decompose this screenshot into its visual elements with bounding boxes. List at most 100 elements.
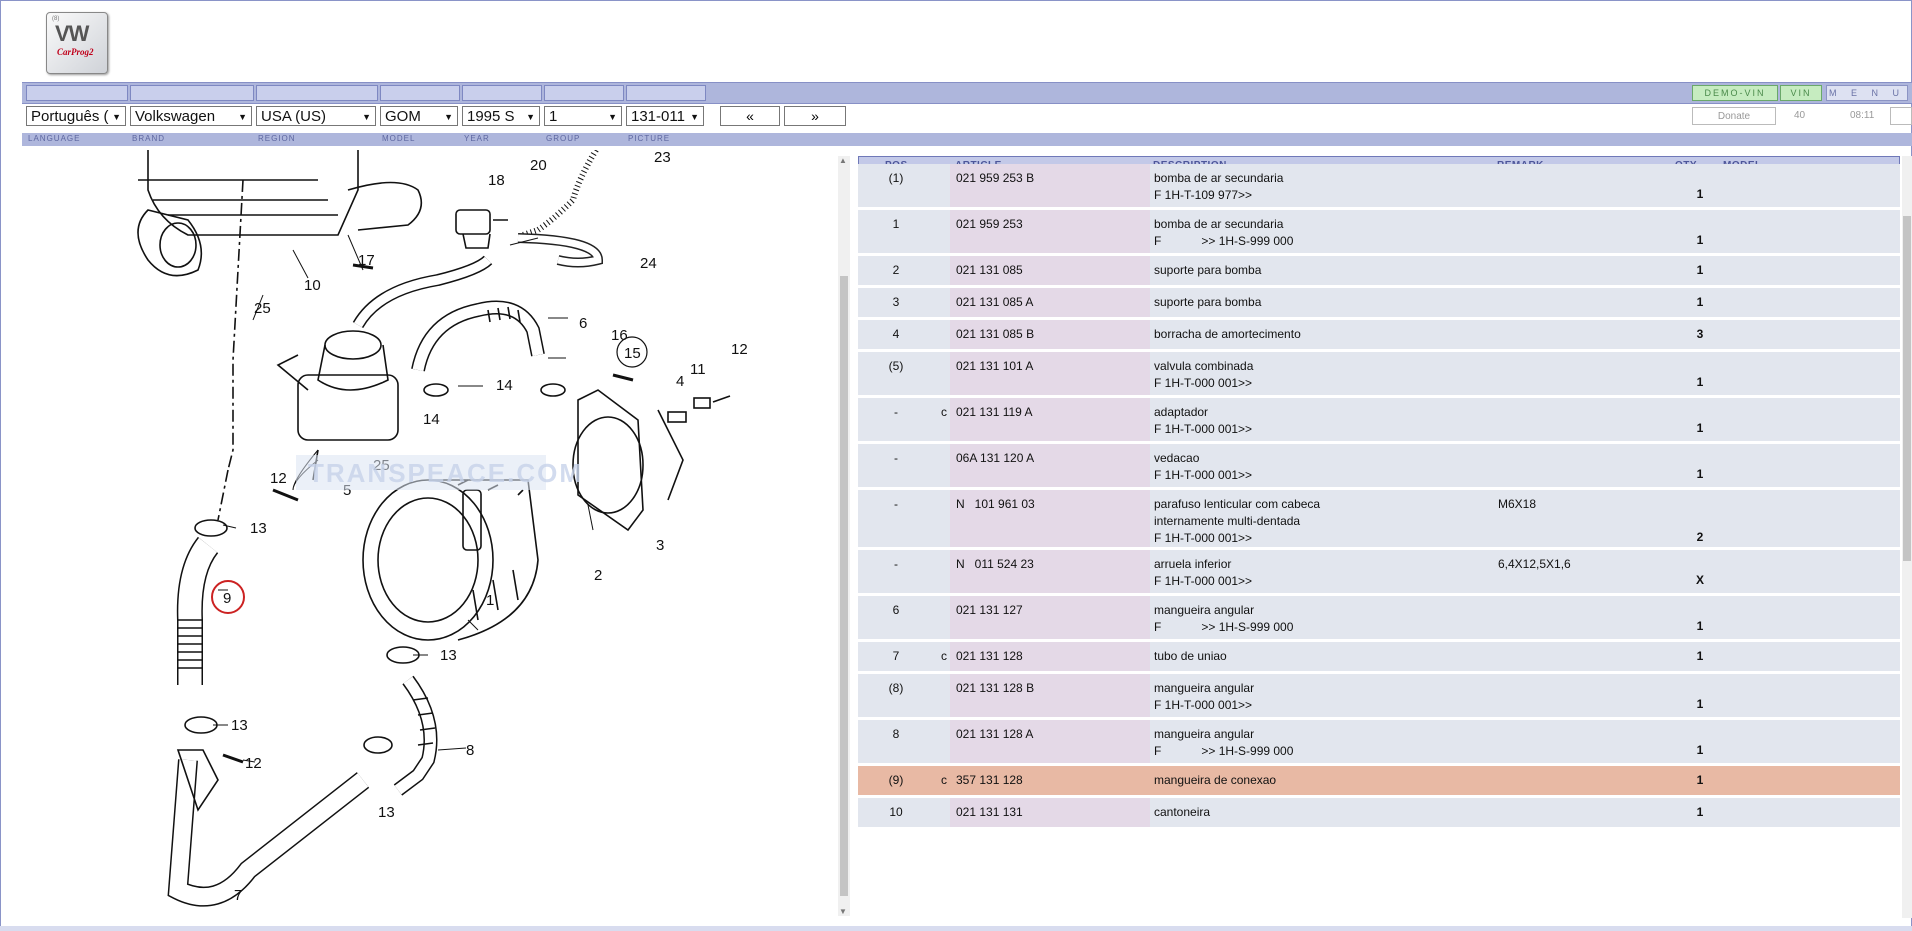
next-picture-button[interactable]: » xyxy=(784,106,846,126)
callout-7[interactable]: 7 xyxy=(234,887,242,904)
row-mark: c xyxy=(941,773,947,787)
menu-button[interactable]: M E N U xyxy=(1826,85,1908,101)
row-pos: 3 xyxy=(892,295,900,309)
model-value: GOM xyxy=(385,108,421,125)
donate-button[interactable]: Donate xyxy=(1692,107,1776,125)
callout-18[interactable]: 18 xyxy=(488,172,505,189)
row-description: mangueira angular xyxy=(1154,727,1255,741)
toolbar-slot-2[interactable] xyxy=(130,85,254,101)
app-logo[interactable]: (8) VW CarProg2 xyxy=(46,12,108,74)
row-pos: 8 xyxy=(892,727,900,741)
row-qty: 1 xyxy=(1696,467,1704,481)
row-pos: (9) xyxy=(888,773,904,787)
row-qty: 1 xyxy=(1696,743,1704,757)
callout-24[interactable]: 24 xyxy=(640,255,657,272)
row-description: F 1H-T-000 001>> xyxy=(1154,422,1253,436)
callout-20[interactable]: 20 xyxy=(530,157,547,174)
callout-4[interactable]: 4 xyxy=(676,373,684,390)
callout-3[interactable]: 3 xyxy=(656,537,664,554)
row-pos: - xyxy=(894,557,898,571)
prev-picture-button[interactable]: « xyxy=(720,106,780,126)
callout-12c[interactable]: 12 xyxy=(245,755,262,772)
callout-14a[interactable]: 14 xyxy=(496,377,513,394)
row-article: 021 959 253 xyxy=(956,217,1023,231)
callout-1[interactable]: 1 xyxy=(486,592,494,609)
picture-select[interactable]: 131-011▼ xyxy=(626,106,704,126)
callout-12b[interactable]: 12 xyxy=(270,470,287,487)
scroll-down-icon[interactable]: ▼ xyxy=(839,907,847,916)
group-label: GROUP xyxy=(546,134,581,143)
row-description: F 1H-T-000 001>> xyxy=(1154,698,1253,712)
toolbar-slot-5[interactable] xyxy=(462,85,542,101)
callout-17[interactable]: 17 xyxy=(358,252,375,269)
callout-14b[interactable]: 14 xyxy=(423,411,440,428)
article-cell-bg xyxy=(950,596,1150,639)
row-description: cantoneira xyxy=(1154,805,1211,819)
callout-25a[interactable]: 25 xyxy=(254,300,271,317)
language-value: Português ( xyxy=(31,108,109,125)
row-qty: 1 xyxy=(1696,619,1704,633)
selected-callout-ring xyxy=(211,580,245,614)
callout-2[interactable]: 2 xyxy=(594,567,602,584)
callout-13b[interactable]: 13 xyxy=(440,647,457,664)
toolbar-slot-3[interactable] xyxy=(256,85,378,101)
region-select[interactable]: USA (US)▼ xyxy=(256,106,376,126)
row-pos: 4 xyxy=(892,327,900,341)
callout-12a[interactable]: 12 xyxy=(731,341,748,358)
callout-15[interactable]: 15 xyxy=(624,345,641,362)
extra-field[interactable] xyxy=(1890,107,1912,125)
parts-diagram[interactable]: 20 23 18 24 17 10 25 6 16 12 11 4 14 14 … xyxy=(18,150,838,920)
vin-button[interactable]: VIN xyxy=(1780,85,1822,101)
scroll-up-icon[interactable]: ▲ xyxy=(839,156,847,165)
callout-5[interactable]: 5 xyxy=(343,482,351,499)
row-article: 357 131 128 xyxy=(956,773,1023,787)
table-scrollbar[interactable] xyxy=(1902,156,1912,918)
logo-brand: VW xyxy=(55,21,89,46)
chevron-down-icon: ▼ xyxy=(362,112,371,122)
row-article: N 101 961 03 xyxy=(956,497,1035,511)
language-select[interactable]: Português (▼ xyxy=(26,106,126,126)
toolbar-slot-4[interactable] xyxy=(380,85,460,101)
callout-8[interactable]: 8 xyxy=(466,742,474,759)
callout-23[interactable]: 23 xyxy=(654,150,671,166)
diagram-scroll-thumb[interactable] xyxy=(840,276,848,896)
toolbar-slot-1[interactable] xyxy=(26,85,128,101)
callout-13a[interactable]: 13 xyxy=(250,520,267,537)
group-select[interactable]: 1▼ xyxy=(544,106,622,126)
callout-11[interactable]: 11 xyxy=(690,361,706,378)
toolbar-slot-7[interactable] xyxy=(626,85,706,101)
table-scroll-thumb[interactable] xyxy=(1903,216,1911,561)
callout-13d[interactable]: 13 xyxy=(378,804,395,821)
callout-13c[interactable]: 13 xyxy=(231,717,248,734)
callout-16[interactable]: 16 xyxy=(611,327,628,344)
row-description: F >> 1H-S-999 000 xyxy=(1154,620,1294,634)
demo-vin-button[interactable]: DEMO-VIN xyxy=(1692,85,1778,101)
year-select[interactable]: 1995 S▼ xyxy=(462,106,540,126)
row-article: 021 131 128 A xyxy=(956,727,1034,741)
chevron-down-icon: ▼ xyxy=(608,112,617,122)
callout-6[interactable]: 6 xyxy=(579,315,587,332)
row-description: F 1H-T-109 977>> xyxy=(1154,188,1253,202)
callout-10[interactable]: 10 xyxy=(304,277,321,294)
model-select[interactable]: GOM▼ xyxy=(380,106,458,126)
brand-select[interactable]: Volkswagen▼ xyxy=(130,106,252,126)
callout-9[interactable]: 9 xyxy=(223,590,231,607)
toolbar-slot-6[interactable] xyxy=(544,85,624,101)
diagram-scrollbar[interactable]: ▲ ▼ xyxy=(838,156,850,916)
